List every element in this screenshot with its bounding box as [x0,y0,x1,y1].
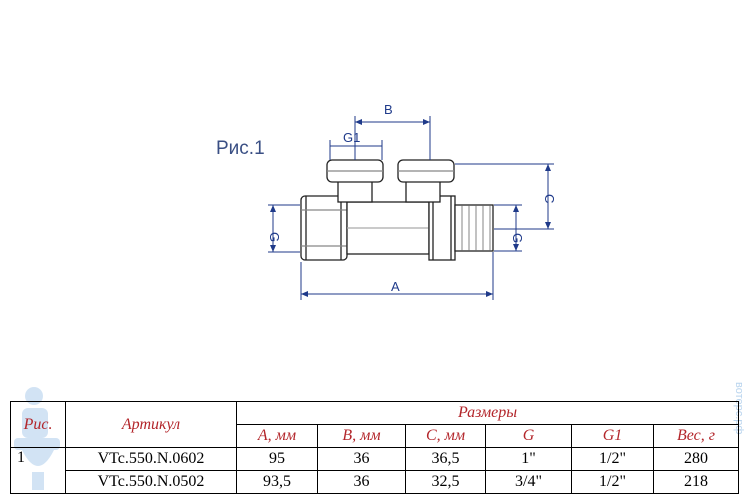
table-header-row: Рис. Артикул Размеры [10,401,740,448]
cell-g1: 1/2" [571,447,654,471]
table-row: 1 VTc.550.N.0602 95 36 36,5 1" 1/2" 280 [10,447,740,494]
figure-label: Рис.1 [216,138,265,159]
cell-g1: 1/2" [571,470,654,494]
header-sizes: Размеры [235,401,740,425]
header-g: G [485,424,572,448]
header-b: B, мм [317,424,406,448]
cell-c: 32,5 [405,470,486,494]
dim-c-label: C [542,194,557,203]
dim-g-left-label: G [267,232,282,242]
dim-a-label: A [391,279,400,294]
dim-g1-label: G1 [343,130,360,145]
right-thread [454,204,494,252]
dim-b-label: B [384,102,393,117]
cell-g: 1" [485,447,572,471]
cell-b: 36 [317,470,406,494]
header-g1: G1 [571,424,654,448]
dimensions-table: Рис. Артикул Размеры A, мм B, мм C, мм G… [10,401,740,494]
cell-figure-number: 1 [10,447,66,494]
header-weight: Вес, г [652,424,740,448]
header-a: A, мм [236,424,318,448]
table-subheader-row: A, мм B, мм C, мм G G1 Вес, г [11,424,740,448]
cell-article: VTc.550.N.0502 [65,470,237,494]
valve-drawing: B G1 A G G C [267,102,557,300]
cell-weight: 218 [652,470,740,494]
cell-b: 36 [317,447,406,471]
cell-weight: 280 [652,447,740,471]
table-row: VTc.550.N.0502 93,5 36 32,5 3/4" 1/2" 21… [11,470,740,494]
left-nut [300,195,348,261]
cell-a: 93,5 [236,470,318,494]
header-article: Артикул [65,401,237,448]
cell-g: 3/4" [485,470,572,494]
cell-c: 36,5 [405,447,486,471]
cell-a: 95 [236,447,318,471]
header-fig: Рис. [10,401,66,448]
header-c: C, мм [405,424,486,448]
cell-article: VTc.550.N.0602 [65,447,237,471]
dim-g-right-label: G [510,233,525,243]
